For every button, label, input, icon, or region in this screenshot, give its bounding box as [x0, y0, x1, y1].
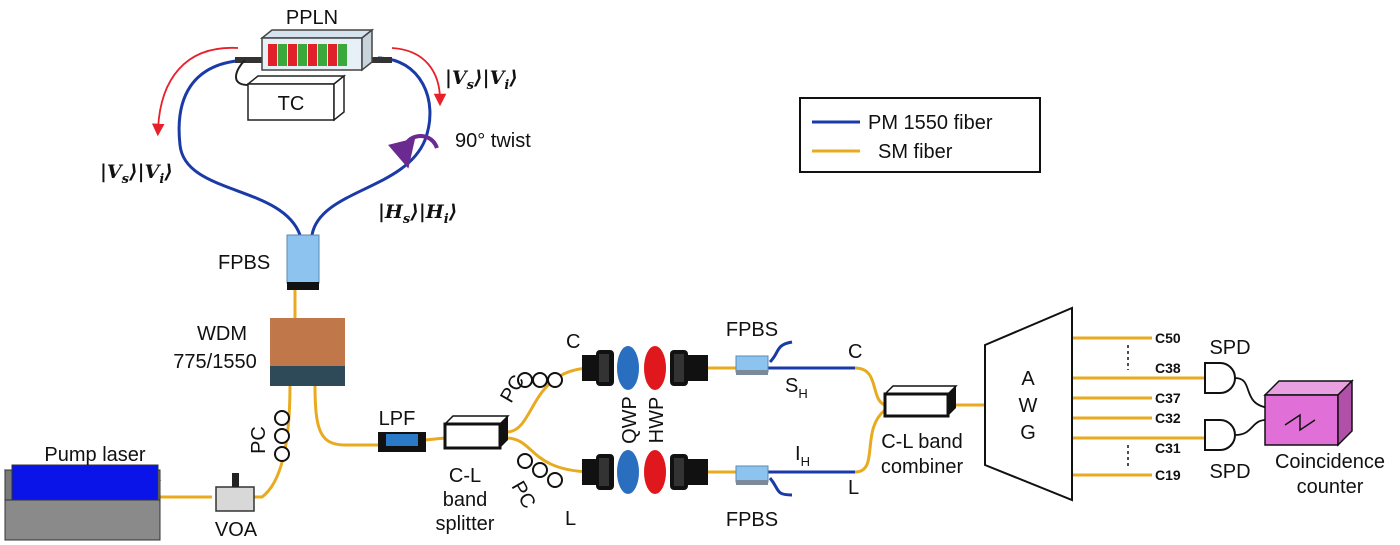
wdm-label-2: 775/1550 — [173, 351, 256, 373]
legend-sm-fiber: SM fiber — [878, 141, 953, 163]
voa — [215, 473, 255, 512]
channel-c38: C38 — [1155, 360, 1181, 376]
spd-upper — [1204, 362, 1236, 394]
pc-lower-label: PC — [507, 477, 540, 512]
fpbs-lower-label: FPBS — [726, 509, 778, 531]
ih-label: IH — [795, 443, 810, 469]
l-lower-label: L — [565, 508, 576, 530]
legend-pm-fiber: PM 1550 fiber — [868, 112, 993, 134]
spd-lower-label: SPD — [1209, 461, 1250, 483]
hwp-lower — [644, 450, 666, 494]
coinc-label-1: Coincidence — [1275, 451, 1385, 473]
awg-label-w: W — [1019, 395, 1038, 417]
hwp-label: HWP — [646, 397, 668, 444]
qwp-lower — [617, 450, 639, 494]
c-mid-label: C — [848, 341, 862, 363]
pc-upper — [517, 372, 563, 388]
state-vv-right: |Vs⟩|Vi⟩ — [445, 67, 518, 93]
fpbs-lower — [735, 465, 769, 485]
tc-box — [245, 74, 347, 122]
state-vv-left: |Vs⟩|Vi⟩ — [100, 161, 173, 187]
combiner-label-1: C-L band — [881, 431, 963, 453]
awg-label-g: G — [1020, 422, 1036, 444]
pump-laser — [3, 464, 162, 541]
l-mid-label: L — [848, 477, 859, 499]
pc-lower — [517, 453, 563, 488]
voa-label: VOA — [215, 519, 258, 541]
channel-c37: C37 — [1155, 390, 1181, 406]
lpf-label: LPF — [379, 408, 416, 430]
tc-label: TC — [278, 93, 305, 115]
sm-fibers — [160, 290, 1205, 499]
splitter-label-1: C-L — [449, 465, 481, 487]
combiner-label-2: combiner — [881, 456, 964, 478]
pc-left-label: PC — [248, 426, 270, 454]
cl-band-combiner — [883, 385, 958, 418]
red-arrow-right — [391, 47, 447, 107]
collimator-lower-right — [670, 454, 708, 490]
lpf — [378, 432, 426, 452]
twist-arrow — [388, 134, 439, 169]
pm-fiber-outputs — [768, 340, 855, 497]
coinc-label-2: counter — [1297, 476, 1364, 498]
channel-c50: C50 — [1155, 330, 1181, 346]
hwp-upper — [644, 346, 666, 390]
channel-c19: C19 — [1155, 467, 1181, 483]
channel-c31: C31 — [1155, 440, 1181, 456]
collimator-upper-right — [670, 350, 708, 386]
ppln-label: PPLN — [286, 7, 338, 29]
awg — [984, 306, 1073, 502]
wdm-label-1: WDM — [197, 323, 247, 345]
channel-c32: C32 — [1155, 410, 1181, 426]
awg-label-a: A — [1021, 368, 1035, 390]
c-upper-label: C — [566, 331, 580, 353]
red-arrow-left — [151, 47, 239, 137]
legend — [799, 97, 1041, 173]
qwp-label: QWP — [619, 396, 641, 444]
collimator-upper-left — [582, 350, 614, 386]
pc-left — [274, 410, 290, 462]
spd-upper-label: SPD — [1209, 337, 1250, 359]
splitter-label-3: splitter — [436, 513, 495, 535]
qwp-upper — [617, 346, 639, 390]
sh-label: SH — [785, 375, 808, 401]
fpbs-top — [286, 234, 320, 290]
ppln-crystal — [235, 28, 392, 86]
pump-laser-label: Pump laser — [44, 444, 145, 466]
coincidence-counter — [1263, 379, 1354, 447]
splitter-label-2: band — [443, 489, 488, 511]
spd-lower — [1204, 419, 1236, 451]
twist-label: 90° twist — [455, 130, 531, 152]
pm-fiber-loop — [177, 56, 432, 236]
wdm — [270, 318, 345, 386]
fpbs-top-label: FPBS — [218, 252, 270, 274]
state-hh: |Hs⟩|Hi⟩ — [378, 201, 457, 227]
cl-band-splitter — [443, 415, 510, 450]
collimator-lower-left — [582, 454, 614, 490]
fpbs-upper-label: FPBS — [726, 319, 778, 341]
fpbs-upper — [735, 355, 769, 375]
